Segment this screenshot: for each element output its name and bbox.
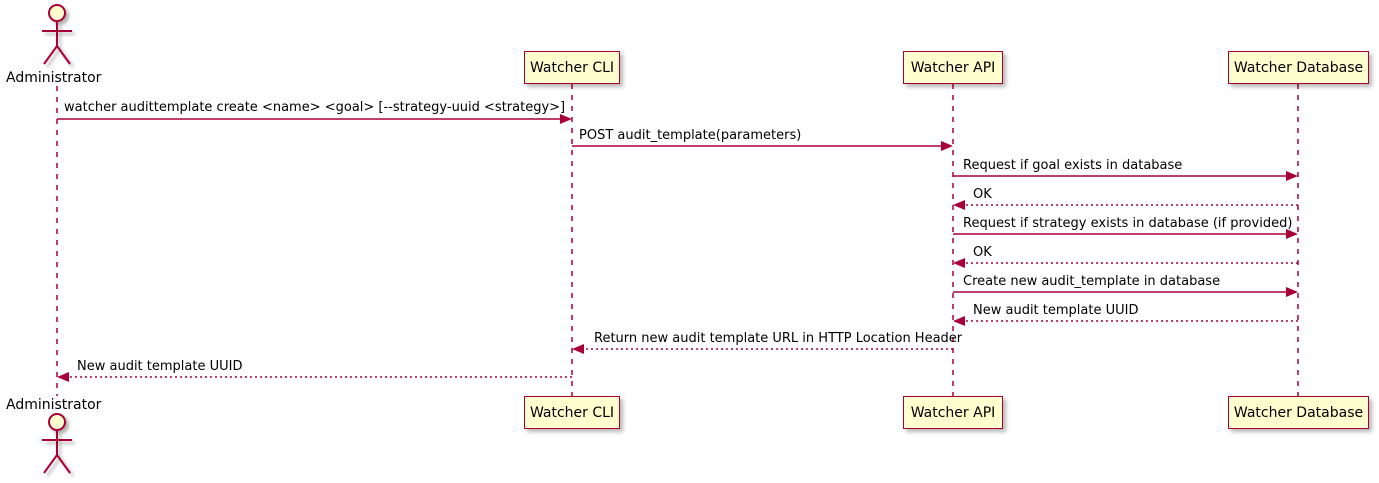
participant-label-watcher-cli-top: Watcher CLI [529,59,615,76]
message-arrow-7 [953,287,1298,297]
message-label-4: OK [973,187,992,202]
participant-label-watcher-api-bottom: Watcher API [910,404,996,421]
message-arrow-5 [953,229,1298,239]
message-arrow-6 [953,258,1298,268]
actor-administrator-top [42,4,72,65]
participant-box-watcher-database-bottom[interactable]: Watcher Database [1228,396,1369,429]
participant-box-watcher-api-bottom[interactable]: Watcher API [903,396,1003,429]
participant-box-watcher-api-top[interactable]: Watcher API [903,51,1003,84]
message-label-3: Request if goal exists in database [963,158,1183,173]
actor-label-administrator-bottom: Administrator [6,397,102,413]
message-label-7: Create new audit_template in database [963,274,1221,289]
participant-label-watcher-database-bottom: Watcher Database [1233,404,1364,421]
message-label-2: POST audit_template(parameters) [579,128,802,143]
message-label-5: Request if strategy exists in database (… [963,216,1293,231]
message-arrow-2 [572,141,953,151]
message-arrow-9 [572,344,953,354]
message-arrow-1 [57,114,572,124]
actor-administrator-bottom [42,413,72,474]
message-label-6: OK [973,245,992,260]
participant-label-watcher-cli-bottom: Watcher CLI [529,404,615,421]
message-label-1: watcher audittemplate create <name> <goa… [64,100,566,115]
lifelines [56,84,1299,397]
actor-label-administrator-top: Administrator [6,70,102,86]
participant-box-watcher-database-top[interactable]: Watcher Database [1228,51,1369,84]
message-arrow-4 [953,200,1298,210]
message-arrow-8 [953,316,1298,326]
message-arrows [57,114,1298,382]
message-label-9: Return new audit template URL in HTTP Lo… [594,331,963,346]
participant-box-watcher-cli-top[interactable]: Watcher CLI [524,51,620,84]
participant-label-watcher-api-top: Watcher API [910,59,996,76]
message-label-8: New audit template UUID [973,303,1139,318]
participant-box-watcher-cli-bottom[interactable]: Watcher CLI [524,396,620,429]
participant-label-watcher-database-top: Watcher Database [1233,59,1364,76]
message-arrow-3 [953,171,1298,181]
message-arrow-10 [57,372,572,382]
message-label-10: New audit template UUID [77,359,243,374]
